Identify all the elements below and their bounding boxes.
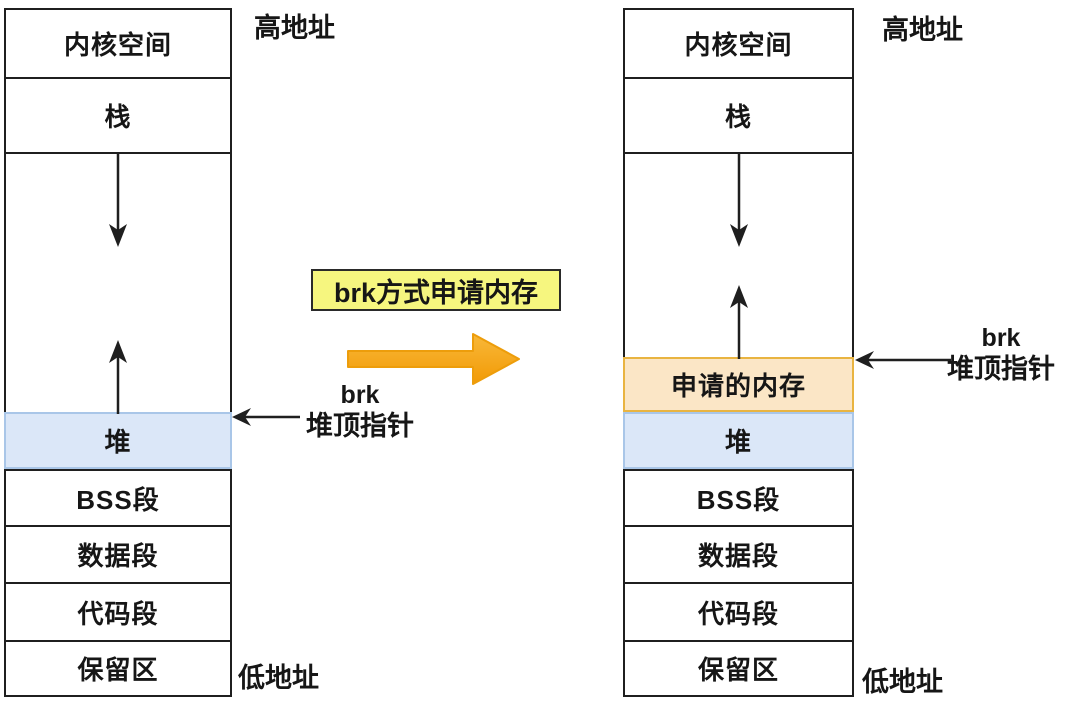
right-brk-pointer-arrow-icon [855, 351, 951, 369]
right-code-label: 代码段 [697, 598, 779, 629]
stack-grow-down-arrow-icon [729, 154, 748, 247]
left-low-address-label: 低地址 [238, 663, 319, 693]
right-data-label: 数据段 [697, 541, 779, 571]
left-data-label: 数据段 [77, 541, 159, 571]
left-code-label: 代码段 [77, 598, 159, 629]
right-memory-column: 内核空间 栈 申请的内存 堆 BSS段 数据段 代码段 [623, 8, 854, 697]
right-allocated-label: 申请的内存 [670, 371, 806, 401]
right-stack-label: 栈 [724, 102, 752, 132]
left-section-data: 数据段 [6, 525, 230, 582]
right-heap-top-pointer-text: 堆顶指针 [947, 354, 1055, 384]
right-section-bss: BSS段 [625, 469, 852, 525]
left-stack-label: 栈 [104, 102, 132, 132]
brk-action-label: brk方式申请内存 [333, 277, 539, 308]
left-heap-label: 堆 [104, 427, 132, 457]
stack-grow-down-arrow-icon [109, 154, 127, 247]
right-section-code: 代码段 [625, 582, 852, 640]
heap-grow-up-arrow-icon [109, 340, 127, 414]
right-free-region [625, 152, 852, 359]
left-brk-text: brk [340, 381, 380, 409]
left-kernel-label: 内核空间 [63, 30, 172, 60]
left-section-stack: 栈 [6, 77, 230, 152]
left-heap-top-pointer-text: 堆顶指针 [306, 411, 414, 441]
right-section-heap: 堆 [623, 412, 854, 469]
right-high-address-label: 高地址 [882, 15, 963, 45]
left-section-reserved: 保留区 [6, 640, 230, 695]
left-brk-pointer-arrow-icon [232, 408, 300, 426]
heap-grow-up-arrow-icon [729, 285, 748, 359]
brk-action-label-box: brk方式申请内存 [311, 269, 561, 311]
left-free-region [6, 152, 230, 414]
left-bss-label: BSS段 [76, 484, 160, 515]
right-reserved-label: 保留区 [697, 655, 779, 685]
left-section-code: 代码段 [6, 582, 230, 640]
right-low-address-label: 低地址 [862, 667, 943, 697]
left-section-kernel-space: 内核空间 [6, 10, 230, 77]
left-section-bss: BSS段 [6, 469, 230, 525]
right-section-reserved: 保留区 [625, 640, 852, 695]
left-brk-pointer-label: brk 堆顶指针 [298, 381, 422, 443]
right-section-stack: 栈 [625, 77, 852, 152]
right-section-data: 数据段 [625, 525, 852, 582]
left-section-heap: 堆 [4, 412, 232, 469]
right-bss-label: BSS段 [696, 484, 781, 515]
left-high-address-label: 高地址 [254, 13, 335, 43]
right-brk-text: brk [981, 324, 1021, 352]
right-section-kernel-space: 内核空间 [625, 10, 852, 77]
right-kernel-label: 内核空间 [684, 30, 793, 60]
right-brk-pointer-label: brk 堆顶指针 [936, 324, 1066, 386]
left-reserved-label: 保留区 [77, 655, 159, 685]
transition-right-arrow-icon [347, 333, 520, 385]
left-memory-column: 内核空间 栈 堆 BSS段 数据段 代码段 保留区 [4, 8, 232, 697]
right-section-allocated-memory: 申请的内存 [623, 357, 854, 412]
right-heap-label: 堆 [724, 427, 752, 457]
